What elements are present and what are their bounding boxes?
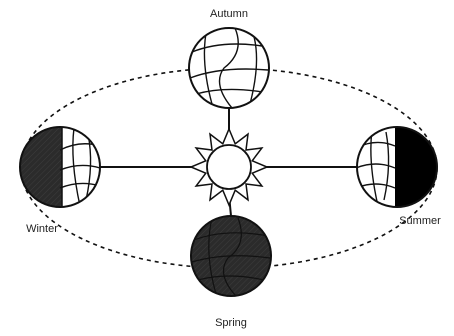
label-autumn: Autumn [210,8,248,20]
label-spring: Spring [215,317,247,329]
label-summer: Summer [399,215,441,227]
earth-summer-icon [356,124,441,210]
label-winter: Winter [26,223,58,235]
earth-spring-icon [191,216,271,296]
sun-icon [191,129,267,205]
earth-autumn-icon [189,28,269,108]
